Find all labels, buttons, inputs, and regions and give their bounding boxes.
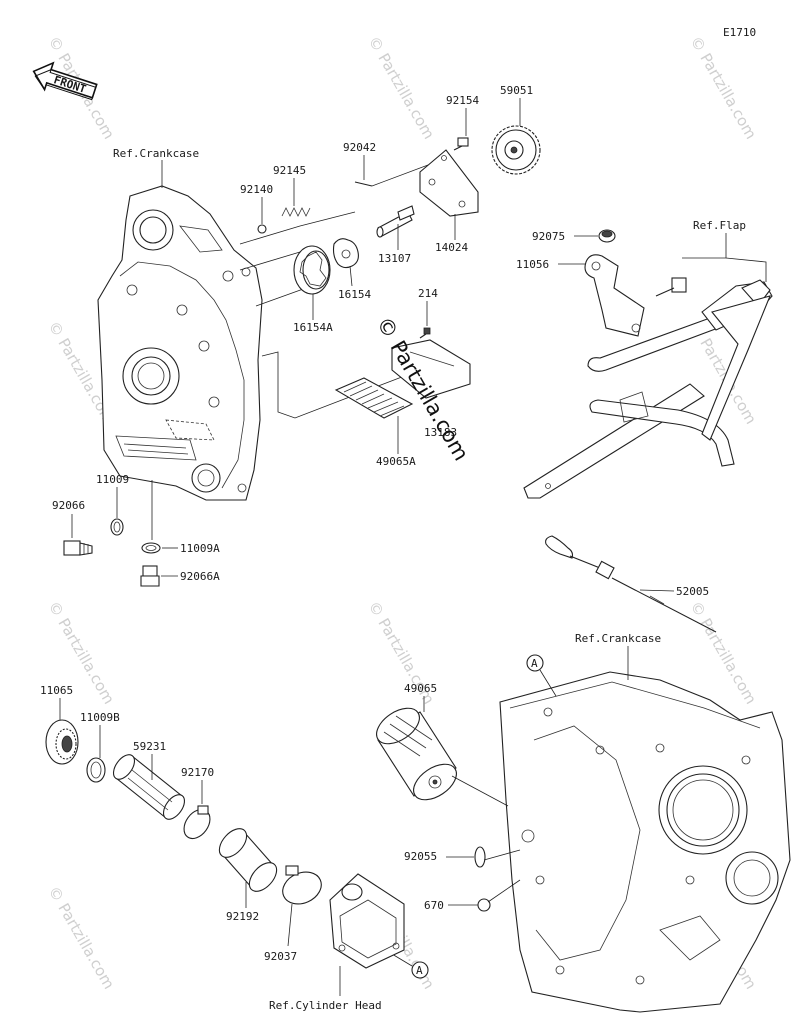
gasket [141, 542, 161, 554]
part-label-92042[interactable]: 92042 [343, 141, 376, 154]
part-label-59051[interactable]: 59051 [500, 84, 533, 97]
watermark-center: © Partzilla.com [372, 313, 474, 465]
grommet [598, 229, 616, 243]
intake-hose [218, 828, 278, 892]
drain-plug [140, 565, 160, 587]
part-label-92066A[interactable]: 92066A [180, 570, 220, 583]
screen-screw [419, 327, 431, 339]
guide-line [483, 849, 521, 861]
leader-line [349, 265, 353, 287]
crankcase-cover [97, 185, 263, 501]
part-label-92192[interactable]: 92192 [226, 910, 259, 923]
guide-line [255, 287, 307, 307]
flap-bolt [655, 277, 687, 297]
intake-tube [112, 754, 186, 820]
crankcase [499, 671, 791, 1013]
part-label-92145[interactable]: 92145 [273, 164, 306, 177]
bearing [45, 719, 79, 765]
watermark: © Partzilla.com [687, 598, 760, 707]
part-label-92066[interactable]: 92066 [52, 499, 85, 512]
ref-flap: Ref.Flap [693, 219, 746, 232]
hose-clamp [282, 865, 322, 905]
part-label-49065A[interactable]: 49065A [376, 455, 416, 468]
guide-line [239, 251, 301, 271]
part-label-214[interactable]: 214 [418, 287, 438, 300]
leader-line [639, 589, 675, 592]
part-label-92170[interactable]: 92170 [181, 766, 214, 779]
part-label-49065[interactable]: 49065 [404, 682, 437, 695]
part-label-11009A[interactable]: 11009A [180, 542, 220, 555]
part-label-11065[interactable]: 11065 [40, 684, 73, 697]
drain-plug [63, 540, 93, 556]
pump-shaft [376, 205, 415, 238]
part-label-92037[interactable]: 92037 [264, 950, 297, 963]
guide-line [451, 775, 509, 807]
ref-crankcase-top: Ref.Crankcase [113, 147, 199, 160]
cylinder-head-adaptor [329, 873, 405, 969]
leader-line [682, 233, 727, 259]
relief-spring [281, 207, 311, 217]
part-label-92140[interactable]: 92140 [240, 183, 273, 196]
inner-rotor [332, 238, 359, 269]
ref-crankcase-bottom: Ref.Crankcase [575, 632, 661, 645]
o-ring [477, 898, 491, 912]
part-label-92075[interactable]: 92075 [532, 230, 565, 243]
leader-line [287, 903, 293, 947]
callout-a-top: A [531, 657, 538, 670]
leader-line [539, 669, 557, 697]
part-label-59231[interactable]: 59231 [133, 740, 166, 753]
callout-a-marker [526, 654, 544, 672]
oil-strainer [334, 377, 414, 419]
screen-plate [391, 339, 471, 399]
watermark: © Partzilla.com [687, 33, 760, 142]
flap-bracket-assembly [523, 254, 773, 499]
part-label-11009B[interactable]: 11009B [80, 711, 120, 724]
part-label-13183[interactable]: 13183 [424, 426, 457, 439]
leader-line [391, 953, 413, 967]
watermark: © Partzilla.com [365, 33, 438, 142]
diagram-code: E1710 [723, 26, 756, 39]
part-label-11009[interactable]: 11009 [96, 473, 129, 486]
ref-cylinder-head: Ref.Cylinder Head [269, 999, 382, 1012]
o-ring [474, 846, 486, 868]
callout-a-bottom: A [416, 964, 423, 977]
gasket [86, 757, 106, 783]
gasket [110, 518, 124, 536]
part-label-11056[interactable]: 11056 [516, 258, 549, 271]
pump-cover [419, 149, 479, 217]
part-label-52005[interactable]: 52005 [676, 585, 709, 598]
watermark: © Partzilla.com [45, 883, 118, 992]
outer-rotor [293, 245, 331, 295]
check-ball [257, 224, 267, 234]
dipstick [545, 535, 717, 633]
pump-gear [491, 125, 541, 175]
oil-filter [376, 707, 457, 801]
leader-line [725, 257, 767, 282]
hose-clamp [183, 805, 211, 840]
part-label-670[interactable]: 670 [424, 899, 444, 912]
part-label-92154[interactable]: 92154 [446, 94, 479, 107]
cover-bolt [453, 137, 469, 151]
guide-line [371, 161, 437, 187]
part-label-13107[interactable]: 13107 [378, 252, 411, 265]
center-watermark: © Partzilla.com [372, 313, 474, 465]
callout-a-marker [411, 961, 429, 979]
guide-line [239, 211, 356, 245]
guide-line [487, 879, 521, 903]
part-label-92055[interactable]: 92055 [404, 850, 437, 863]
part-label-16154[interactable]: 16154 [338, 288, 371, 301]
guide-line [261, 351, 421, 419]
dowel-pin [354, 181, 373, 187]
part-label-16154A[interactable]: 16154A [293, 321, 333, 334]
part-label-14024[interactable]: 14024 [435, 241, 468, 254]
